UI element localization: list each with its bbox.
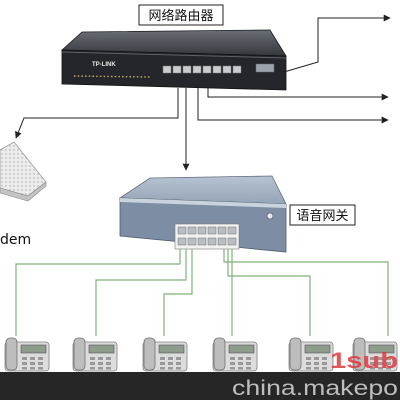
link-router-to-modem bbox=[15, 88, 179, 139]
wire-phone-1 bbox=[15, 249, 181, 336]
router-led-strip bbox=[73, 75, 151, 78]
modem-label: dem bbox=[0, 232, 31, 248]
watermark-band bbox=[0, 372, 400, 400]
router-label-text: 网络路由器 bbox=[148, 8, 213, 24]
gateway-port bbox=[217, 237, 227, 246]
modem-side-face bbox=[0, 181, 47, 202]
gateway-port bbox=[197, 226, 207, 235]
watermark-badge: 1sub bbox=[330, 348, 398, 373]
gateway-label-text: 语音网关 bbox=[296, 208, 348, 224]
desk-phone-1 bbox=[4, 337, 50, 372]
gateway-port bbox=[227, 226, 237, 235]
gateway-port bbox=[177, 237, 187, 246]
modem-device bbox=[0, 141, 47, 202]
gateway-ports bbox=[174, 223, 240, 250]
wire-phone-6 bbox=[223, 249, 389, 336]
phone-wires bbox=[15, 249, 389, 336]
router-links bbox=[15, 14, 391, 171]
gateway-port bbox=[187, 226, 197, 235]
router-device: TP-LINK bbox=[60, 29, 287, 91]
link-router-to-right-lower bbox=[197, 86, 389, 124]
wire-phone-2 bbox=[95, 249, 187, 336]
router-label: 网络路由器 bbox=[138, 4, 224, 26]
link-router-to-top-right bbox=[283, 14, 391, 73]
gateway-port bbox=[187, 237, 197, 246]
gateway-label: 语音网关 bbox=[289, 204, 356, 226]
router-brand-logo: TP-LINK bbox=[92, 62, 116, 68]
router-ports bbox=[162, 63, 275, 74]
gateway-port bbox=[207, 226, 217, 235]
gateway-port bbox=[217, 226, 227, 235]
desk-phone-5 bbox=[288, 337, 334, 372]
gateway-port bbox=[227, 237, 237, 246]
gateway-port bbox=[197, 237, 207, 246]
watermark-site: china.makepo bbox=[232, 377, 398, 400]
desk-phone-2 bbox=[72, 337, 118, 372]
link-router-to-right-upper bbox=[207, 86, 389, 101]
desk-phone-4 bbox=[212, 337, 258, 372]
gateway-port bbox=[207, 237, 217, 246]
voice-gateway-device bbox=[118, 175, 287, 253]
gateway-indicator bbox=[266, 212, 274, 220]
wire-phone-3 bbox=[163, 249, 193, 336]
gateway-port bbox=[177, 226, 187, 235]
desk-phone-3 bbox=[142, 337, 188, 372]
